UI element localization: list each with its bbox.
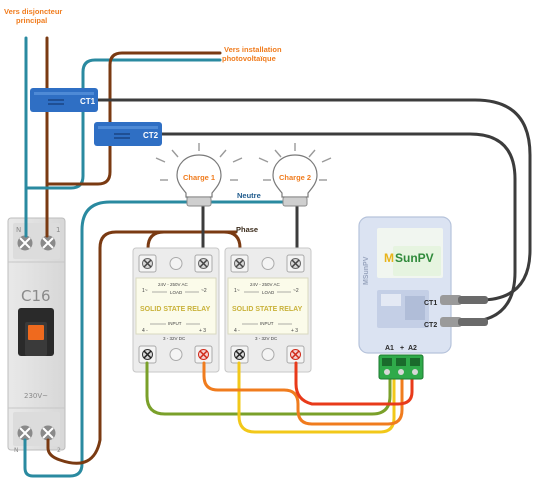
breaker-voltage: 230V~ — [24, 392, 48, 400]
msunpv-ct1-port-label: CT1 — [424, 300, 437, 307]
msunpv-a2-label: A2 — [408, 345, 417, 352]
relay1-ac-range: 24V - 250V AC — [158, 282, 189, 287]
relay2-load-terminal-2 — [286, 254, 305, 273]
relay2-input-right: + 3 — [291, 328, 298, 334]
msunpv-module: M SunPV MSunPV CT1 CT2 A1 + A2 — [358, 216, 452, 354]
relay2-load-terminal-1 — [230, 254, 249, 273]
ct2-clamp: CT2 — [94, 122, 162, 146]
label-vers-disjoncteur-1: Vers disjoncteur — [4, 7, 62, 16]
ct2-label: CT2 — [143, 131, 159, 140]
breaker-mark-n-top: N — [16, 226, 21, 234]
breaker-terminal-top-left — [17, 235, 33, 251]
relay2-load-right: ~2 — [293, 288, 299, 294]
breaker-mark-2: 2 — [57, 447, 61, 454]
red-wire — [294, 361, 414, 406]
relay1-load-terminal-2 — [194, 254, 213, 273]
ct1-jack[interactable] — [440, 295, 488, 305]
ct2-jack[interactable] — [440, 317, 488, 327]
phase-wire-loads — [46, 230, 238, 465]
msunpv-brand-m: M — [384, 251, 394, 265]
breaker-mark-n-bottom: N — [14, 447, 19, 454]
relay1-dc-range: 3 - 32V DC — [163, 336, 186, 341]
relay1-input-right: + 3 — [199, 328, 206, 334]
breaker-lever[interactable] — [28, 325, 44, 340]
relay2-ac-range: 24V - 250V AC — [250, 282, 281, 287]
relay2-load-left: 1~ — [234, 288, 240, 294]
charge2-label: Charge 2 — [279, 173, 311, 182]
relay2-dc-range: 3 - 32V DC — [255, 336, 278, 341]
msunpv-brand-rest: SunPV — [395, 251, 434, 265]
circuit-breaker: N 1 C16 230V~ N 2 — [7, 217, 66, 454]
relay1-input-terminal-plus — [194, 345, 213, 364]
relay2-input-terminal-plus — [286, 345, 305, 364]
bulb-charge2: Charge 2 — [258, 143, 332, 207]
neutre-label: Neutre — [237, 191, 261, 200]
relay1-load-left: 1~ — [142, 288, 148, 294]
terminal-block — [378, 354, 424, 380]
relay2-input-terminal-minus — [230, 345, 249, 364]
relay2-input-label: INPUT — [260, 321, 274, 326]
orange-wire — [202, 361, 404, 426]
neutral-wire-pv — [24, 58, 222, 190]
breaker-terminal-top-right — [40, 235, 56, 251]
relay1-input-left: 4 - — [142, 328, 148, 334]
relay2-input-left: 4 - — [234, 328, 240, 334]
relay1-load-label: LOAD — [170, 290, 183, 295]
label-vers-installation-2: photovoltaïque — [222, 54, 276, 63]
charge1-label: Charge 1 — [183, 173, 215, 182]
yellow-wire — [237, 361, 396, 434]
relay1-input-terminal-minus — [138, 345, 157, 364]
msunpv-side-text: MSunPV — [363, 256, 370, 285]
relay-2: 24V - 250V AC 1~ ~2 LOAD SOLID STATE REL… — [224, 247, 312, 373]
ct1-cable — [94, 98, 532, 302]
relay1-input-label: INPUT — [168, 321, 182, 326]
ct1-label: CT1 — [80, 97, 96, 106]
phase-wire-pv — [45, 51, 222, 186]
relay-1: 24V - 250V AC 1~ ~2 LOAD SOLID STATE REL… — [132, 247, 220, 373]
neutral-wire-loads — [23, 200, 302, 478]
relay2-title: SOLID STATE RELAY — [232, 306, 303, 313]
msunpv-ct2-port-label: CT2 — [424, 322, 437, 329]
breaker-terminal-bottom-right — [40, 425, 56, 441]
msunpv-plus-label: + — [400, 345, 404, 352]
msunpv-a1-label: A1 — [385, 345, 394, 352]
label-vers-installation-1: Vers installation — [224, 45, 282, 54]
bulb-charge1: Charge 1 — [155, 143, 243, 207]
control-wires — [145, 361, 414, 434]
relay1-load-terminal-1 — [138, 254, 157, 273]
relay1-load-right: ~2 — [201, 288, 207, 294]
relay2-load-label: LOAD — [262, 290, 275, 295]
phase-label: Phase — [236, 225, 258, 234]
ct1-clamp: CT1 — [30, 88, 98, 112]
breaker-terminal-bottom-left — [17, 425, 33, 441]
breaker-rating: C16 — [21, 287, 51, 305]
breaker-mark-1: 1 — [56, 226, 60, 234]
relay1-title: SOLID STATE RELAY — [140, 306, 211, 313]
label-vers-disjoncteur-2: principal — [16, 16, 47, 25]
